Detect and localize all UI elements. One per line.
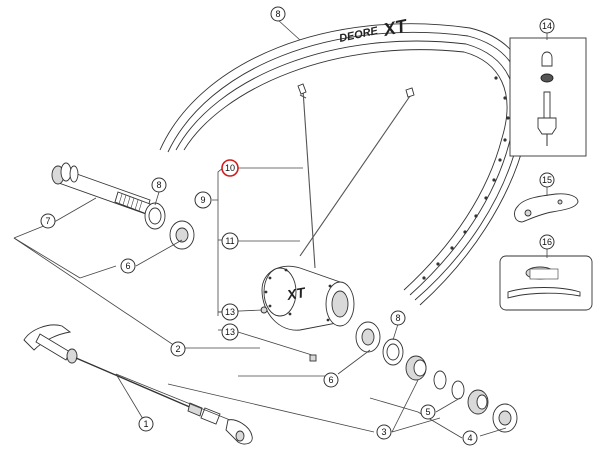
callout-13-bottom-label: 13 xyxy=(225,327,235,337)
locknut-left xyxy=(169,220,195,250)
spoke-tool xyxy=(514,193,579,223)
spacer-rings xyxy=(433,370,465,400)
callout-4-label: 4 xyxy=(467,433,472,443)
hub-body: XT xyxy=(261,265,355,331)
dust-seal-left xyxy=(144,202,166,230)
callout-1[interactable]: 1 xyxy=(138,416,154,432)
quick-release xyxy=(23,324,253,445)
callout-6-right-label: 6 xyxy=(328,375,333,385)
callout-1-label: 1 xyxy=(143,419,148,429)
hub-model-label: XT xyxy=(285,284,308,303)
callout-5[interactable]: 5 xyxy=(420,404,436,420)
callout-2-label: 2 xyxy=(175,344,180,354)
callout-14-label: 14 xyxy=(542,21,552,31)
callout-12[interactable]: 11 xyxy=(221,232,239,250)
rim-model-label: XT xyxy=(381,15,411,40)
callout-13-top[interactable]: 13 xyxy=(221,303,239,321)
rim: DEORE XT xyxy=(159,15,531,306)
cone-nut xyxy=(405,355,427,381)
inset-valve-box xyxy=(509,37,587,157)
callout-13-bottom[interactable]: 13 xyxy=(221,323,239,341)
callout-10[interactable]: 9 xyxy=(194,191,212,209)
callout-11-label: 10 xyxy=(225,163,235,173)
dust-seal-right xyxy=(382,338,404,366)
callout-3-label: 3 xyxy=(381,427,386,437)
callout-8-left-label: 8 xyxy=(156,180,161,190)
callout-6-left[interactable]: 6 xyxy=(120,258,136,274)
callout-6-left-label: 6 xyxy=(125,261,130,271)
rim-brand-label: DEORE xyxy=(338,25,379,45)
freehub-axle xyxy=(51,162,151,215)
callout-7-label: 7 xyxy=(45,216,50,226)
callout-14[interactable]: 14 xyxy=(539,18,555,34)
spokes xyxy=(297,83,415,269)
callout-11[interactable]: 10 xyxy=(221,159,239,177)
callout-6-right[interactable]: 6 xyxy=(323,372,339,388)
callout-9[interactable]: 8 xyxy=(270,6,286,22)
callout-2[interactable]: 2 xyxy=(170,341,186,357)
callout-9-label: 8 xyxy=(275,9,280,19)
callout-10-label: 9 xyxy=(200,195,205,205)
callout-15[interactable]: 15 xyxy=(539,172,555,188)
callout-8-right-label: 8 xyxy=(395,313,400,323)
callout-8-left[interactable]: 8 xyxy=(151,177,167,193)
callout-8-right[interactable]: 8 xyxy=(390,310,406,326)
end-cap xyxy=(467,389,518,433)
callout-13-top-label: 13 xyxy=(225,307,235,317)
callout-5-label: 5 xyxy=(425,407,430,417)
callout-16[interactable]: 16 xyxy=(539,234,555,250)
callout-7[interactable]: 7 xyxy=(40,213,56,229)
hub-flange-holes xyxy=(264,268,332,322)
rim-spoke-holes xyxy=(422,76,510,280)
callout-3[interactable]: 3 xyxy=(376,424,392,440)
locknut-right xyxy=(355,321,381,353)
callout-15-label: 15 xyxy=(542,175,552,185)
callout-4[interactable]: 4 xyxy=(462,430,478,446)
inset-tag-box xyxy=(499,255,593,311)
callout-16-label: 16 xyxy=(542,237,552,247)
leader-lines xyxy=(13,19,548,439)
callout-12-label: 11 xyxy=(225,236,234,246)
